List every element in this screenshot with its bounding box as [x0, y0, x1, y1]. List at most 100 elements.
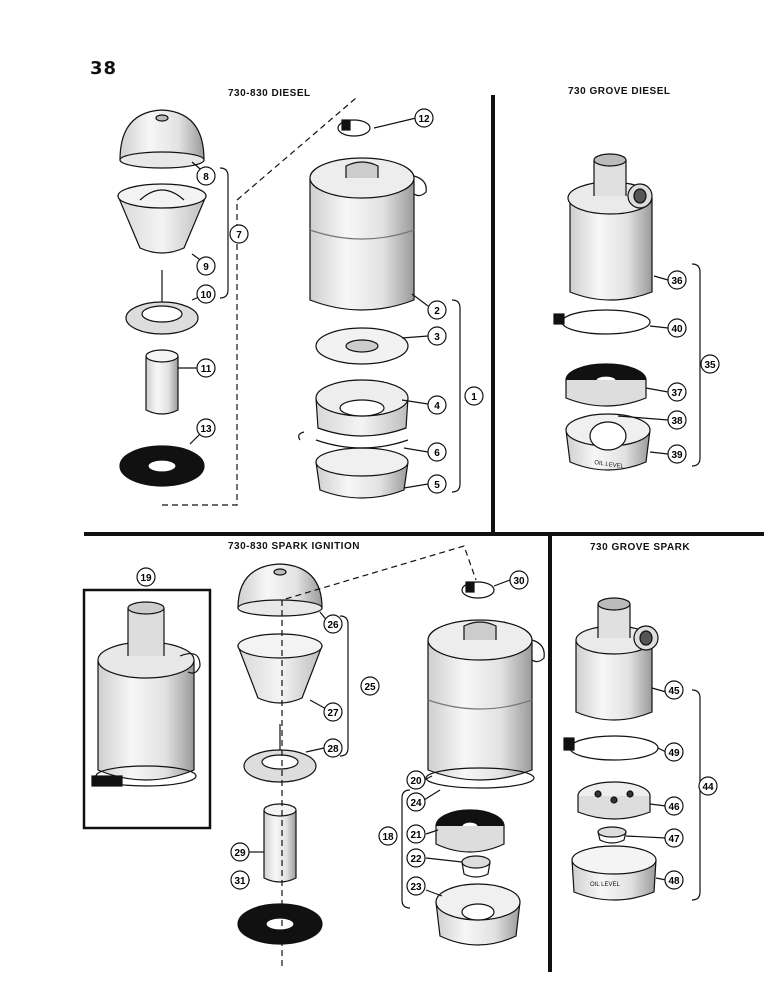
canister-45 — [575, 597, 659, 721]
svg-text:18: 18 — [382, 832, 394, 843]
callout-24: 24 — [406, 792, 426, 812]
callout-31: 31 — [230, 870, 250, 890]
canister-36 — [567, 153, 653, 301]
clamp-12 — [337, 119, 371, 137]
svg-text:21: 21 — [410, 830, 422, 841]
cap-26 — [237, 563, 323, 617]
bracket-1 — [451, 299, 461, 493]
callout-29: 29 — [230, 842, 250, 862]
svg-text:9: 9 — [203, 262, 209, 273]
svg-text:1: 1 — [471, 392, 477, 403]
callout-27: 27 — [323, 702, 343, 722]
svg-text:6: 6 — [434, 448, 440, 459]
svg-text:13: 13 — [200, 424, 212, 435]
bracket-6 — [298, 431, 409, 449]
element-37 — [565, 363, 647, 407]
callout-11: 11 — [196, 358, 216, 378]
callout-28: 28 — [323, 738, 343, 758]
svg-text:47: 47 — [668, 834, 680, 845]
svg-text:19: 19 — [140, 573, 152, 584]
callout-10: 10 — [196, 284, 216, 304]
svg-text:3: 3 — [434, 332, 440, 343]
bracket-25 — [339, 615, 349, 757]
svg-text:27: 27 — [327, 708, 339, 719]
svg-text:28: 28 — [327, 744, 339, 755]
bracket-7 — [219, 167, 229, 299]
vertical-divider-top — [491, 95, 495, 535]
vertical-divider-bottom — [548, 536, 552, 972]
svg-text:35: 35 — [704, 360, 716, 371]
svg-text:38: 38 — [671, 416, 683, 427]
oil-level-label-spark: OIL LEVEL — [590, 882, 620, 888]
callout-13: 13 — [196, 418, 216, 438]
bowl-9 — [117, 183, 207, 254]
callout-35: 35 — [700, 354, 720, 374]
tube-11 — [145, 349, 179, 415]
callout-37: 37 — [667, 382, 687, 402]
clamp-49 — [563, 735, 659, 761]
svg-text:30: 30 — [513, 576, 525, 587]
callout-45: 45 — [664, 680, 684, 700]
callout-39: 39 — [667, 444, 687, 464]
svg-text:23: 23 — [410, 882, 422, 893]
svg-text:45: 45 — [668, 686, 680, 697]
section-title-730-830-diesel: 730-830 DIESEL — [228, 88, 311, 99]
svg-text:48: 48 — [668, 876, 680, 887]
svg-text:25: 25 — [364, 682, 376, 693]
clamp-40 — [553, 309, 651, 335]
callout-48: 48 — [664, 870, 684, 890]
svg-text:11: 11 — [201, 364, 212, 375]
callout-18: 18 — [378, 826, 398, 846]
bowl-48: OIL LEVEL — [571, 845, 657, 901]
callout-36: 36 — [667, 270, 687, 290]
gasket-13 — [119, 445, 205, 487]
callout-21: 21 — [406, 824, 426, 844]
callout-2: 2 — [427, 300, 447, 320]
element-21 — [435, 809, 505, 853]
bracket-35 — [691, 263, 701, 467]
callout-8: 8 — [196, 166, 216, 186]
callout-26: 26 — [323, 614, 343, 634]
clamp-30 — [461, 581, 495, 599]
inset-box-19 — [82, 588, 212, 830]
element-46 — [577, 781, 651, 820]
element-4 — [315, 379, 409, 437]
callout-25: 25 — [360, 676, 380, 696]
callout-44: 44 — [698, 776, 718, 796]
svg-text:39: 39 — [671, 450, 683, 461]
dashed-enclosure-spark — [281, 545, 477, 966]
callout-40: 40 — [667, 318, 687, 338]
svg-text:20: 20 — [410, 776, 422, 787]
callout-1: 1 — [464, 386, 484, 406]
svg-text:36: 36 — [671, 276, 683, 287]
svg-text:40: 40 — [671, 324, 683, 335]
callout-46: 46 — [664, 796, 684, 816]
svg-text:24: 24 — [410, 798, 422, 809]
cup-47 — [597, 826, 627, 844]
element-28 — [243, 724, 317, 783]
callout-6: 6 — [427, 442, 447, 462]
screen-3 — [315, 327, 409, 365]
section-title-730-grove-spark: 730 GROVE SPARK — [590, 542, 691, 553]
bowl-39: OIL LEVEL — [565, 413, 651, 471]
air-cleaner-19 — [91, 601, 201, 787]
callout-30: 30 — [509, 570, 529, 590]
bowl-5 — [315, 447, 409, 499]
bowl-23 — [435, 883, 521, 946]
gasket-31 — [237, 903, 323, 945]
canister-2 — [309, 157, 427, 311]
cup-22 — [461, 855, 491, 878]
svg-text:22: 22 — [410, 854, 422, 865]
bracket-44 — [691, 689, 701, 901]
callout-12: 12 — [414, 108, 434, 128]
section-title-730-830-spark-ignition: 730-830 SPARK IGNITION — [228, 541, 360, 552]
callout-5: 5 — [427, 474, 447, 494]
page-number: 38 — [90, 58, 118, 79]
oil-level-label-diesel: OIL LEVEL — [594, 460, 625, 470]
svg-text:8: 8 — [203, 172, 209, 183]
callout-19: 19 — [136, 567, 156, 587]
svg-text:31: 31 — [234, 876, 246, 887]
tube-29 — [263, 803, 297, 883]
callout-4: 4 — [427, 395, 447, 415]
